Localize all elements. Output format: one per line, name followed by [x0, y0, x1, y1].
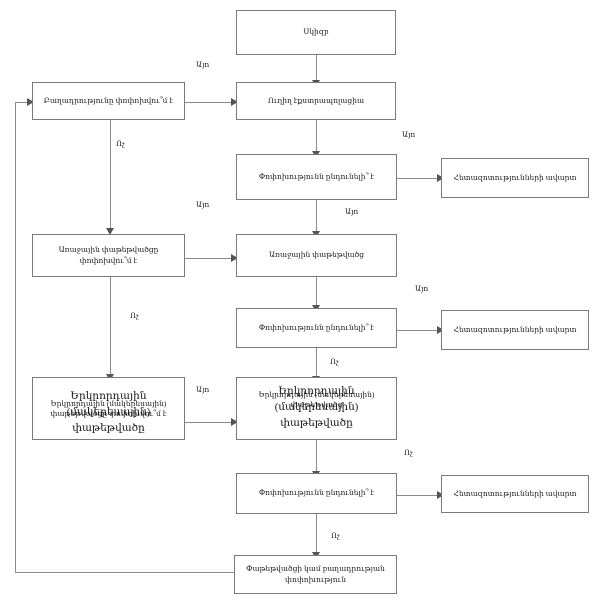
connector-acceptable2-to-secondary — [316, 348, 317, 378]
primary-package-node[interactable]: Առաջային փաթեթվածց — [236, 234, 397, 277]
edge-label-yes-extra: Ոչ — [404, 448, 413, 457]
direct-extrapolation-node-label: Ուղիղ էքստրապոլացիա — [267, 95, 365, 105]
connector-primary-to-acceptable2 — [316, 277, 317, 307]
connector-left-return-vertical — [15, 102, 16, 572]
connector-primary-q-to-secondary-q — [110, 277, 111, 377]
edge-label-yes-5: Այո — [415, 284, 429, 293]
composition-change-decision[interactable]: Բաղադրությունը փոփոխվու՞մ է — [32, 82, 185, 120]
connector-acceptable1-to-primary — [316, 200, 317, 233]
edge-label-no-3: Ոչ — [330, 357, 339, 366]
primary-package-node-label: Առաջային փաթեթվածց — [268, 250, 365, 260]
edge-label-yes-6: Այո — [196, 385, 210, 394]
connector-composition-to-primary-q — [110, 120, 111, 230]
arrowhead-composition-to-primary-q — [106, 228, 114, 235]
composition-change-decision-label: Բաղադրությունը փոփոխվու՞մ է — [43, 95, 174, 105]
connector-start-to-extrapolation — [316, 55, 317, 82]
change-acceptable-decision-3[interactable]: Փոփոխությունն ընդունելի՞ է — [236, 473, 397, 514]
connector-acceptable1-to-end1 — [397, 178, 441, 179]
connector-acceptable3-to-bottom — [316, 514, 317, 554]
package-or-composition-change-node[interactable]: Փաթեթվածցի կամ բաղադրության փոփոխություն — [234, 555, 397, 594]
edge-label-no-bottom: Ոչ — [331, 531, 340, 540]
edge-label-yes-4: Այո — [345, 207, 359, 216]
secondary-package-node[interactable]: Երկրորդային (մակերեսային) փաթեթվածը Երկր… — [236, 377, 397, 440]
connector-composition-to-extrapolation — [185, 102, 233, 103]
secondary-package-node-label-primary: Երկրորդային (մակերեսային) փաթեթվածը — [274, 386, 359, 429]
secondary-package-change-decision-label-secondary: Երկրորդային (մակերեսային) փաթեթվածցը փոփ… — [50, 399, 167, 419]
research-end-node-1[interactable]: Հետազոտությունների ավարտ — [441, 158, 589, 198]
secondary-package-change-decision-label-primary: Երկրորդային (մակերեսային) փաթեթվածը — [66, 391, 151, 434]
change-acceptable-decision-2-label: Փոփոխությունն ընդունելի՞ է — [258, 322, 375, 332]
edge-label-yes-2: Այո — [402, 130, 416, 139]
change-acceptable-decision-2[interactable]: Փոփոխությունն ընդունելի՞ է — [236, 308, 397, 348]
connector-primary-q-to-primary — [185, 258, 233, 259]
primary-package-change-decision[interactable]: Առաջային փաթեթվածցը փոփոխվու՞մ է — [32, 234, 185, 277]
arrowhead-acceptable3-to-end3 — [437, 491, 444, 499]
research-end-node-3-label: Հետազոտությունների ավարտ — [453, 488, 577, 498]
secondary-package-change-decision[interactable]: Երկրորդային (մակերեսային) փաթեթվածը Երկր… — [32, 377, 185, 440]
arrowhead-secondary-q-to-secondary — [231, 418, 238, 426]
primary-package-change-decision-label: Առաջային փաթեթվածցը փոփոխվու՞մ է — [58, 245, 159, 265]
start-node-label: Սկիզբ — [303, 27, 329, 37]
arrowhead-composition-to-extrapolation — [231, 98, 238, 106]
connector-bottom-to-left-return — [15, 572, 234, 573]
edge-label-no-1: Ոչ — [116, 139, 125, 148]
edge-label-yes-1: Այո — [196, 60, 210, 69]
change-acceptable-decision-3-label: Փոփոխությունն ընդունելի՞ է — [258, 488, 375, 498]
secondary-package-node-label-secondary: Երկրորդային (մակերեսային) փաթեթվածց — [258, 390, 375, 410]
change-acceptable-decision-1-label: Փոփոխությունն ընդունելի՞ է — [258, 171, 375, 181]
arrowhead-acceptable2-to-end2 — [437, 326, 444, 334]
connector-acceptable2-to-end2 — [397, 330, 441, 331]
direct-extrapolation-node[interactable]: Ուղիղ էքստրապոլացիա — [236, 82, 396, 120]
start-node[interactable]: Սկիզբ — [236, 10, 396, 55]
change-acceptable-decision-1[interactable]: Փոփոխությունն ընդունելի՞ է — [236, 154, 397, 200]
research-end-node-2[interactable]: Հետազոտությունների ավարտ — [441, 310, 589, 350]
connector-extrapolation-to-acceptable1 — [316, 120, 317, 153]
arrowhead-primary-q-to-primary — [231, 254, 238, 262]
research-end-node-3[interactable]: Հետազոտությունների ավարտ — [441, 475, 589, 513]
arrowhead-acceptable1-to-end1 — [437, 174, 444, 182]
research-end-node-2-label: Հետազոտությունների ավարտ — [453, 324, 577, 334]
connector-secondary-to-acceptable3 — [316, 440, 317, 473]
package-or-composition-change-node-label: Փաթեթվածցի կամ բաղադրության փոփոխություն — [246, 564, 385, 584]
connector-acceptable3-to-end3 — [397, 495, 441, 496]
connector-secondary-q-to-secondary — [185, 422, 233, 423]
edge-label-no-2: Ոչ — [130, 311, 139, 320]
edge-label-yes-3: Այո — [196, 200, 210, 209]
research-end-node-1-label: Հետազոտությունների ավարտ — [453, 172, 577, 182]
arrowhead-left-return-to-composition — [27, 98, 34, 106]
connector-left-return-to-composition — [15, 102, 35, 103]
